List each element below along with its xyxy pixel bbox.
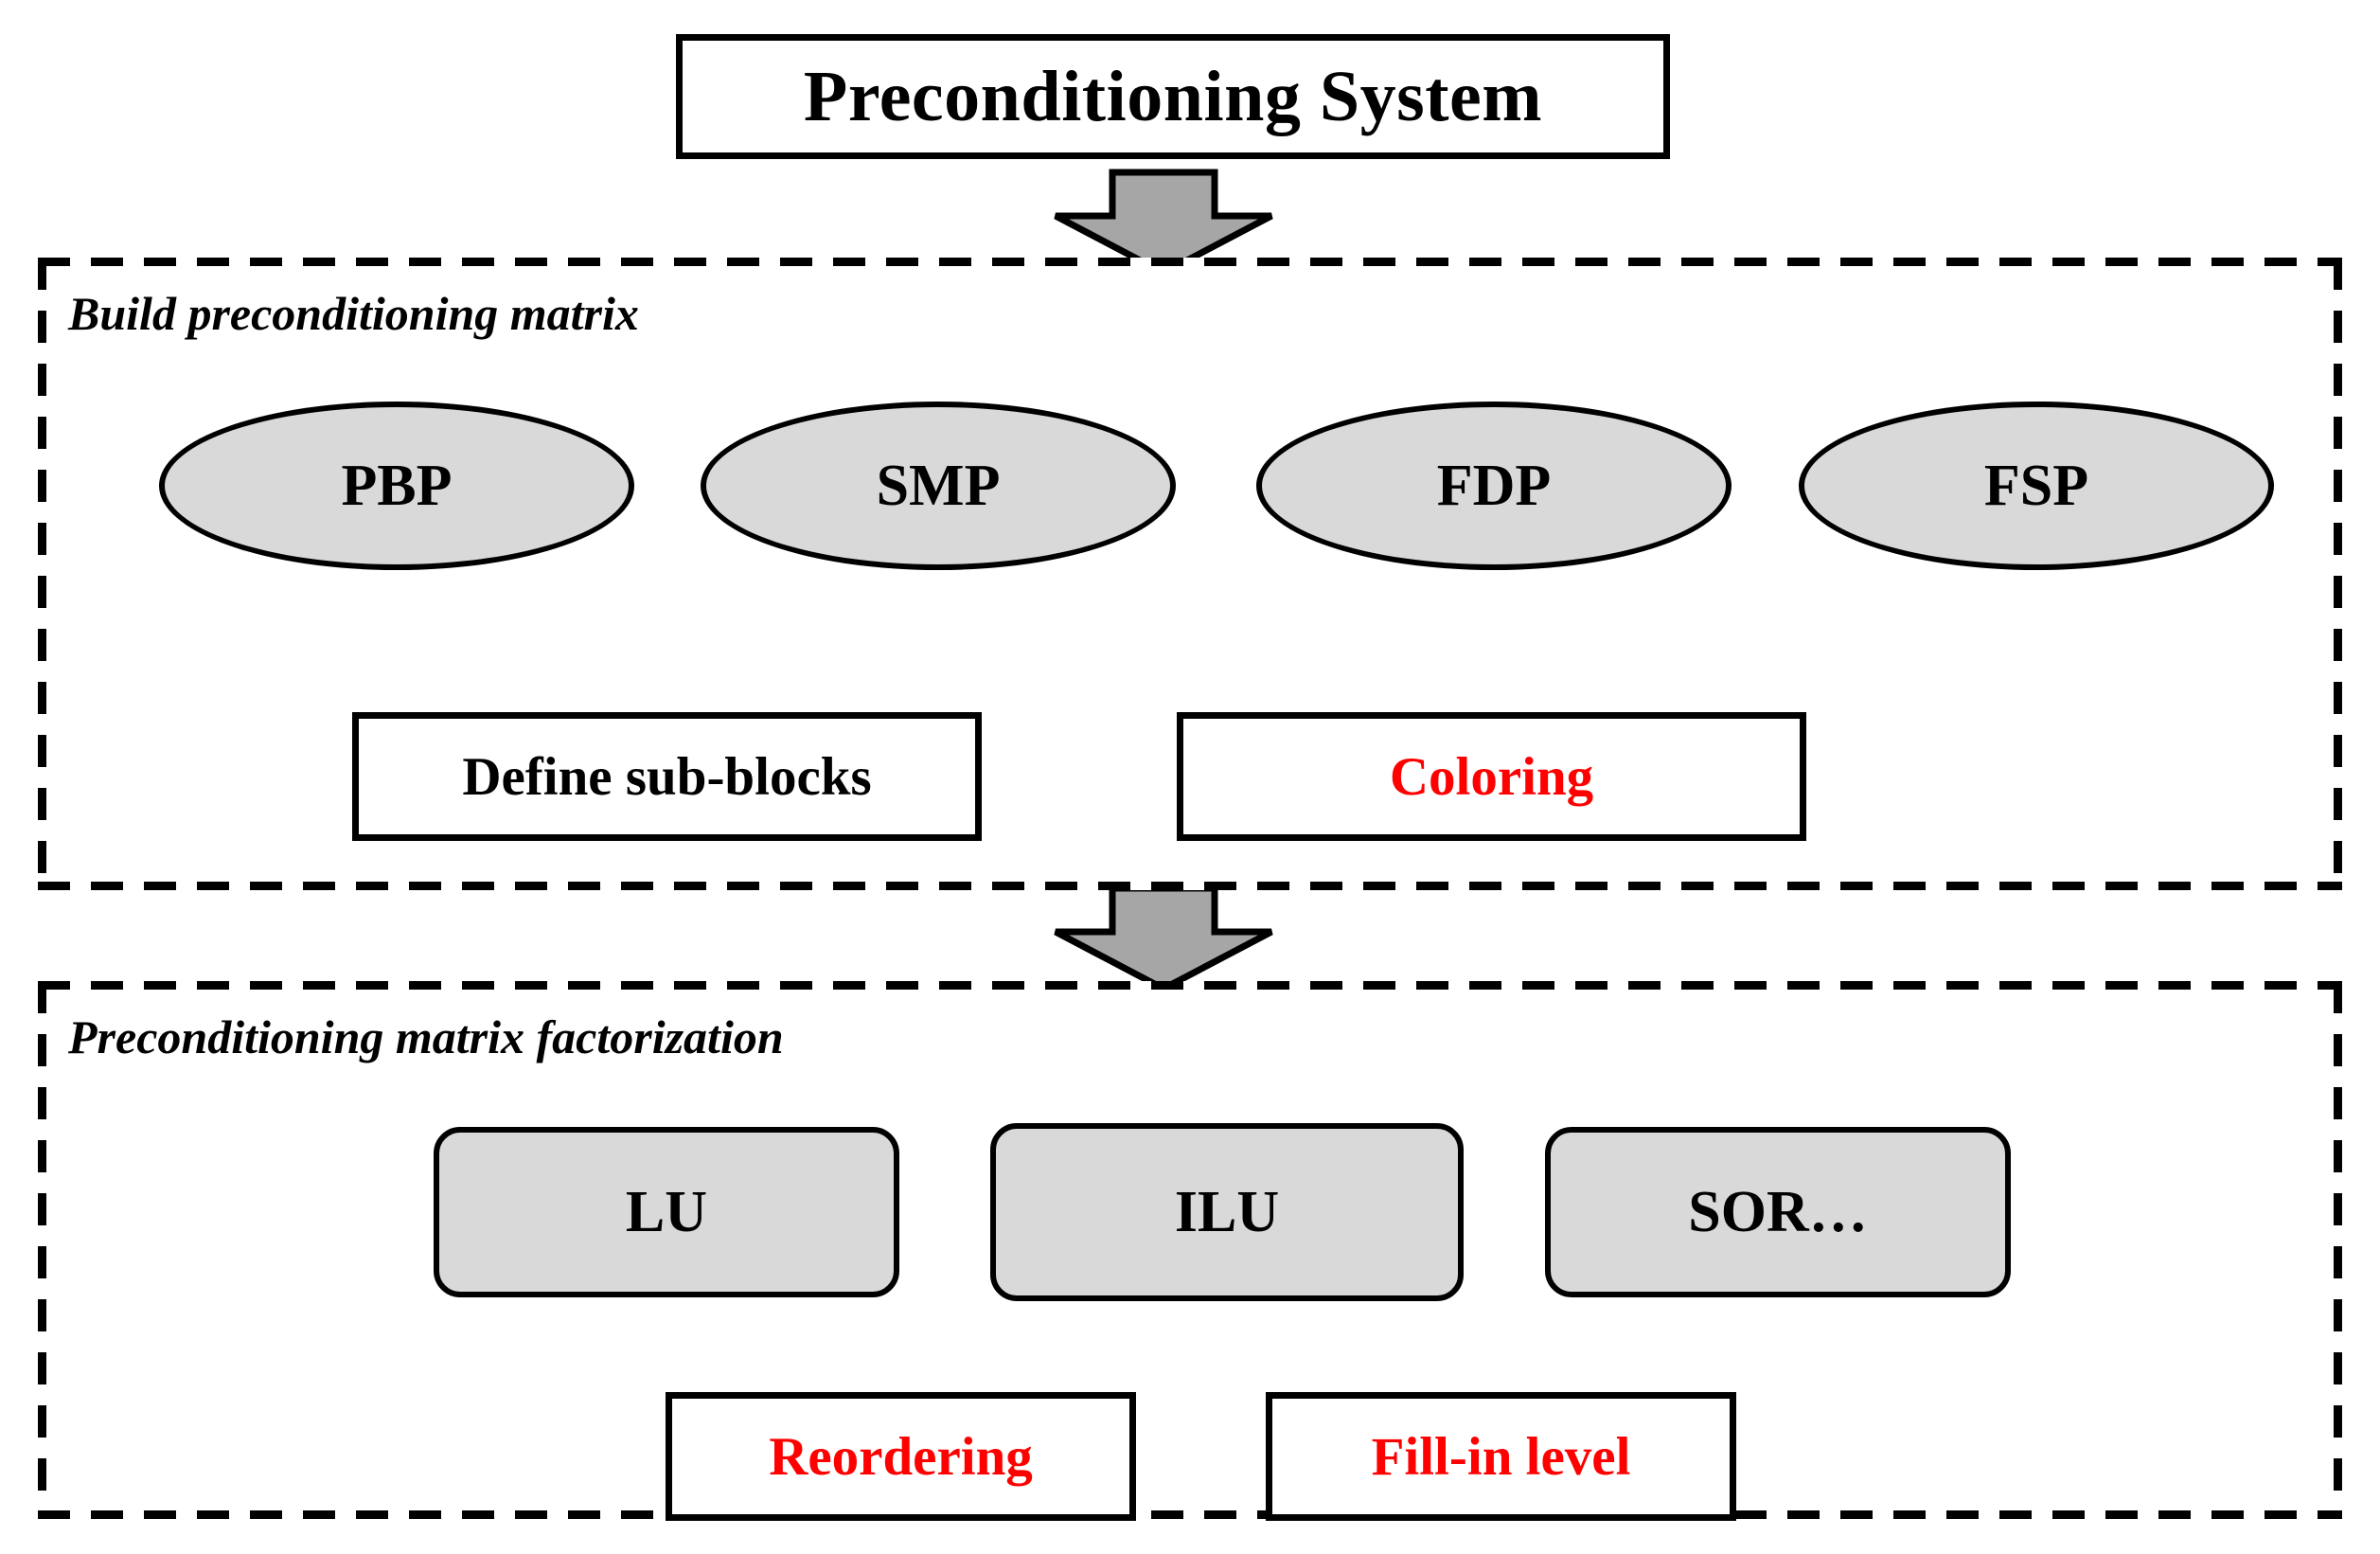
box-coloring[interactable]: Coloring xyxy=(1177,712,1806,841)
node-lu-label: LU xyxy=(625,1180,708,1244)
box-fill-in-level[interactable]: Fill-in level xyxy=(1266,1392,1736,1521)
group-label-build: Build preconditioning matrix xyxy=(68,287,639,340)
node-ilu[interactable]: ILU xyxy=(990,1123,1464,1301)
box-reordering[interactable]: Reordering xyxy=(666,1392,1136,1521)
node-sor-label: SOR… xyxy=(1688,1180,1868,1244)
box-define-sub-blocks[interactable]: Define sub-blocks xyxy=(352,712,982,841)
group-label-factorization: Preconditioning matrix factorization xyxy=(68,1010,784,1063)
group-border-top xyxy=(38,981,2342,990)
box-fill-in-level-label: Fill-in level xyxy=(1371,1426,1631,1487)
title-box: Preconditioning System xyxy=(676,34,1670,159)
node-fsp-label: FSP xyxy=(1983,454,2089,518)
box-reordering-label: Reordering xyxy=(769,1426,1033,1487)
group-border-left xyxy=(38,258,46,890)
node-lu[interactable]: LU xyxy=(434,1127,899,1297)
group-border-left xyxy=(38,981,46,1519)
node-fdp[interactable]: FDP xyxy=(1256,402,1732,570)
group-border-top xyxy=(38,258,2342,266)
node-sor[interactable]: SOR… xyxy=(1545,1127,2011,1297)
node-ilu-label: ILU xyxy=(1174,1180,1280,1244)
node-pbp-label: PBP xyxy=(341,454,453,518)
box-coloring-label: Coloring xyxy=(1389,746,1594,807)
node-pbp[interactable]: PBP xyxy=(159,402,634,570)
group-border-right xyxy=(2334,981,2342,1519)
group-border-right xyxy=(2334,258,2342,890)
block-arrow-build-to-factorization xyxy=(1054,884,1273,992)
node-smp-label: SMP xyxy=(876,454,1001,518)
box-define-sub-blocks-label: Define sub-blocks xyxy=(462,746,872,807)
group-border-bottom xyxy=(38,1510,2342,1519)
group-border-bottom xyxy=(38,882,2342,890)
node-smp[interactable]: SMP xyxy=(701,402,1176,570)
node-fsp[interactable]: FSP xyxy=(1799,402,2274,570)
node-fdp-label: FDP xyxy=(1436,454,1552,518)
page-title: Preconditioning System xyxy=(803,57,1543,136)
